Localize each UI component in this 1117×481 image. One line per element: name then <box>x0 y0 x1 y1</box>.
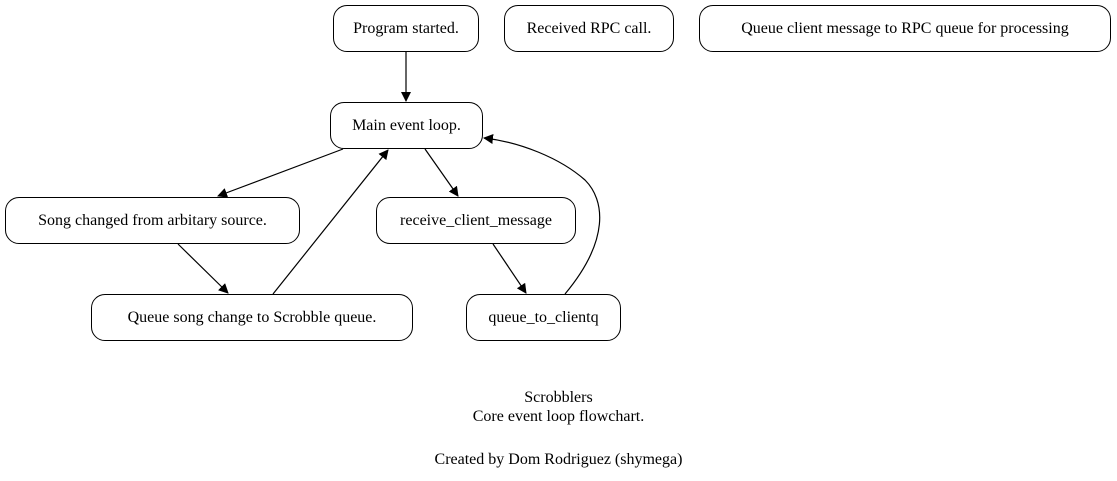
node-main-event-loop: Main event loop. <box>330 102 483 149</box>
edge-main-loop-to-song-changed <box>217 148 344 198</box>
node-received-rpc-call: Received RPC call. <box>504 5 674 52</box>
node-song-changed-label: Song changed from arbitary source. <box>38 211 267 229</box>
node-receive-client-message: receive_client_message <box>376 197 576 244</box>
node-queue-to-clientq: queue_to_clientq <box>466 294 621 341</box>
node-queue-to-clientq-label: queue_to_clientq <box>488 308 599 326</box>
node-program-started-label: Program started. <box>353 19 459 37</box>
caption-credit: Created by Dom Rodriguez (shymega) <box>434 451 683 468</box>
node-song-changed: Song changed from arbitary source. <box>5 197 300 244</box>
edge-queue-to-clientq-to-main-loop <box>483 134 601 295</box>
edge-queue-song-to-main-loop <box>272 149 389 295</box>
node-received-rpc-call-label: Received RPC call. <box>526 19 652 37</box>
node-queue-song-change-label: Queue song change to Scrobble queue. <box>127 308 377 326</box>
node-queue-client-message: Queue client message to RPC queue for pr… <box>699 5 1111 52</box>
node-program-started: Program started. <box>333 5 479 52</box>
edge-main-loop-to-receive-client <box>424 148 459 197</box>
caption-title: Scrobblers <box>524 389 593 406</box>
node-queue-client-message-label: Queue client message to RPC queue for pr… <box>741 19 1069 37</box>
edge-receive-client-to-queue-to-clientq <box>492 243 527 294</box>
node-queue-song-change: Queue song change to Scrobble queue. <box>91 294 413 341</box>
edge-song-changed-to-queue-song <box>177 243 229 294</box>
node-main-event-loop-label: Main event loop. <box>352 116 461 134</box>
node-receive-client-message-label: receive_client_message <box>400 211 552 229</box>
caption-subtitle: Core event loop flowchart. <box>472 408 645 425</box>
